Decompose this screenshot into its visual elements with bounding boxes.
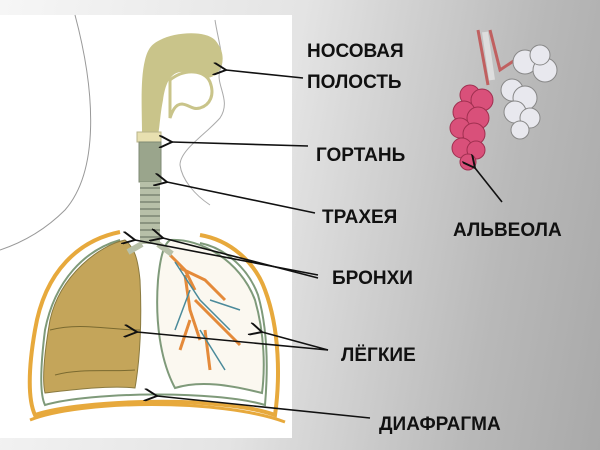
label-bronchi: БРОНХИ xyxy=(332,268,413,289)
nasal-cavity xyxy=(141,33,223,135)
label-larynx: ГОРТАНЬ xyxy=(316,145,405,166)
lung-left xyxy=(156,238,265,395)
trachea xyxy=(136,131,162,244)
neck-outline xyxy=(0,14,92,251)
label-nasal-cavity-line2: ПОЛОСТЬ xyxy=(307,72,402,93)
pointer-lines xyxy=(135,70,503,419)
bronchi xyxy=(126,241,174,257)
alveolus-illustration xyxy=(449,29,558,171)
label-alveolus: АЛЬВЕОЛА xyxy=(453,220,562,241)
label-diaphragm: ДИАФРАГМА xyxy=(379,414,501,435)
label-nasal-cavity-line1: НОСОВАЯ xyxy=(307,41,404,62)
label-trachea: ТРАХЕЯ xyxy=(322,207,397,228)
label-lungs: ЛЁГКИЕ xyxy=(341,345,416,366)
lung-right xyxy=(43,239,142,394)
